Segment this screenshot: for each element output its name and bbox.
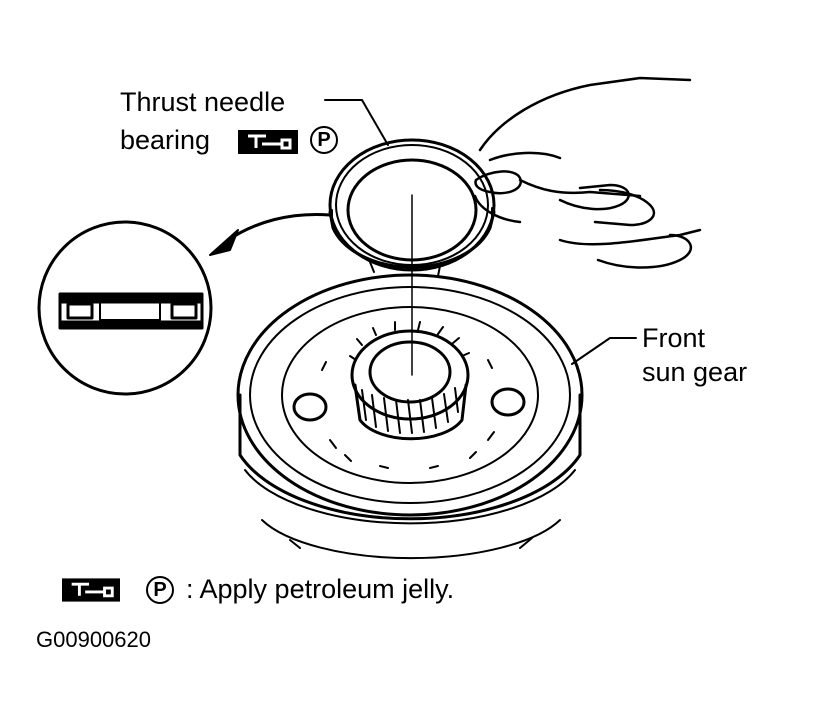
gear-hub [349,321,470,441]
sun-gear-leader-line [571,337,637,365]
thrust-needle-bearing [328,138,496,376]
legend-petroleum-jelly-icon: P [146,576,174,604]
legend-text: : Apply petroleum jelly. [186,574,455,604]
detail-arrowhead [209,229,239,256]
thrust-leader-line [324,99,389,146]
front-sun-gear [236,273,584,560]
front-sun-gear-label-line1: Front [642,323,706,353]
detail-arrow [226,213,332,242]
thrust-bearing-label-line2: bearing [120,125,211,155]
figure-id: G00900620 [36,627,151,652]
hand-illustration [473,76,702,269]
bearing-cross-section-detail [37,220,213,396]
legend-grease-gun-icon [62,578,120,602]
grease-gun-icon [238,130,298,154]
front-sun-gear-label-line2: sun gear [642,357,748,387]
petroleum-jelly-icon: P [310,126,338,154]
thrust-bearing-label-line1: Thrust needle [120,87,286,117]
